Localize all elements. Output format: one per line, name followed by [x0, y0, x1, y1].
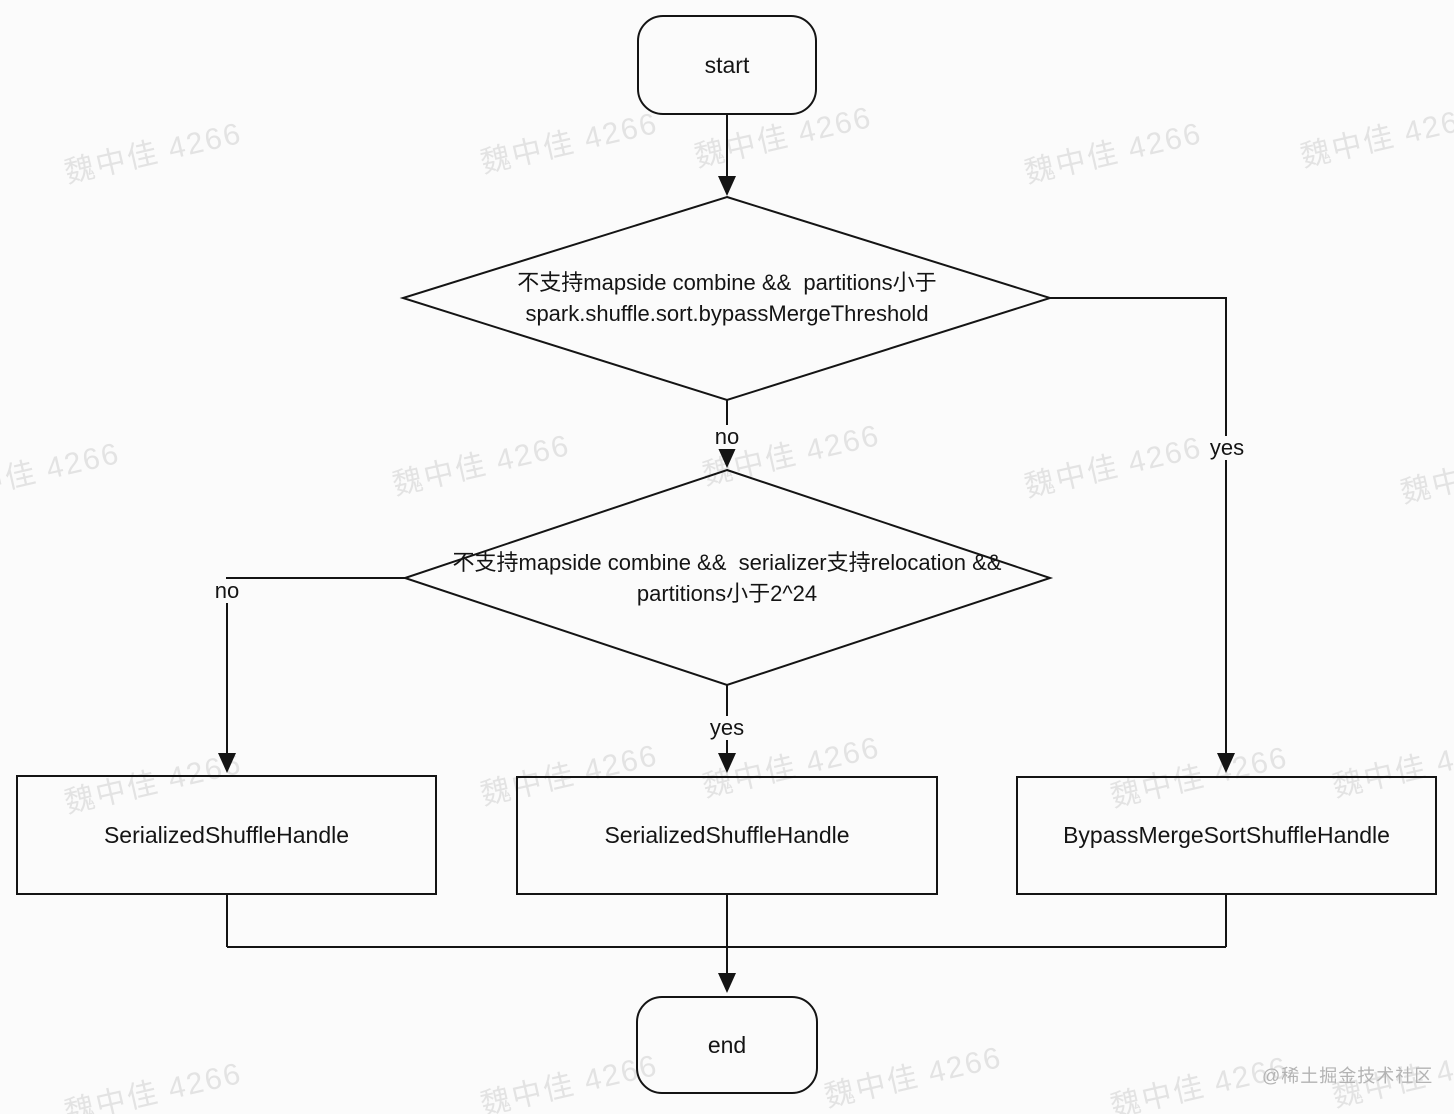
- edge-label-decision2-no: no: [209, 579, 245, 603]
- edge-decision2-no: [218, 577, 405, 773]
- result-box-left-label: SerializedShuffleHandle: [103, 821, 350, 848]
- edge-label-decision1-yes: yes: [1204, 436, 1250, 460]
- result-box-serialized-left: SerializedShuffleHandle: [16, 775, 437, 895]
- edge-label-decision2-yes: yes: [704, 716, 750, 740]
- decision1-label: 不支持mapside combine && partitions小于 spark…: [377, 267, 1077, 329]
- attribution-text: @稀土掘金技术社区: [1262, 1066, 1434, 1086]
- end-node-label: end: [707, 1031, 747, 1058]
- result-box-bypass-merge: BypassMergeSortShuffleHandle: [1016, 776, 1437, 895]
- start-node: start: [637, 15, 817, 115]
- decision1-label-line1: 不支持mapside combine && partitions小于: [517, 270, 937, 295]
- decision2-label: 不支持mapside combine && serializer支持reloca…: [377, 547, 1077, 609]
- start-node-label: start: [704, 51, 750, 78]
- result-box-right-label: BypassMergeSortShuffleHandle: [1063, 822, 1390, 848]
- edge-label-decision1-no: no: [709, 425, 745, 449]
- decision1-label-line2: spark.shuffle.sort.bypassMergeThreshold: [525, 301, 929, 326]
- result-box-middle-label: SerializedShuffleHandle: [604, 822, 850, 848]
- decision2-label-line2: partitions小于2^24: [636, 581, 818, 606]
- result-box-serialized-middle: SerializedShuffleHandle: [516, 776, 938, 895]
- decision2-label-line1: 不支持mapside combine && serializer支持reloca…: [452, 550, 1002, 575]
- end-node: end: [636, 996, 818, 1094]
- edge-decision1-yes: [1050, 297, 1235, 773]
